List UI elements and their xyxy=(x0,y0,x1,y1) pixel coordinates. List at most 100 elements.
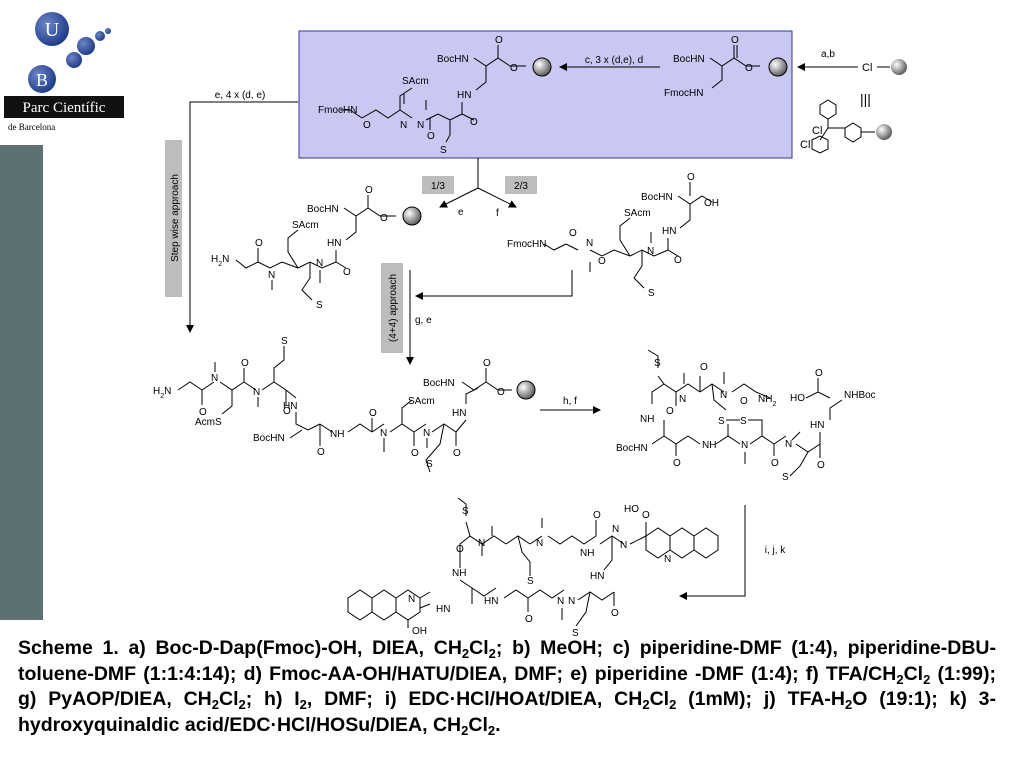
svg-text:O: O xyxy=(771,458,779,469)
svg-text:OH: OH xyxy=(412,626,427,637)
svg-text:O: O xyxy=(510,63,518,74)
boc-dap-fmoc-resin: BocHN O O FmocHN xyxy=(664,35,788,99)
parc-cientific-logo: U B Parc Científic de Barcelona xyxy=(4,12,124,132)
arrow-split-right xyxy=(477,187,517,208)
svg-text:H2N: H2N xyxy=(153,386,171,400)
scheme-caption: Scheme 1. a) Boc-D-Dap(Fmoc)-OH, DIEA, C… xyxy=(18,637,997,738)
svg-text:O: O xyxy=(745,63,753,74)
svg-text:N: N xyxy=(568,596,575,607)
svg-text:N: N xyxy=(400,120,407,131)
svg-text:S: S xyxy=(648,288,655,299)
side-bar xyxy=(0,145,43,620)
svg-text:O: O xyxy=(380,213,388,224)
svg-text:N: N xyxy=(268,270,275,281)
svg-text:HN: HN xyxy=(484,596,498,607)
svg-text:O: O xyxy=(365,185,373,196)
reagent-branch-left: e xyxy=(458,207,464,218)
svg-text:SAcm: SAcm xyxy=(292,220,319,231)
svg-text:O: O xyxy=(700,362,708,373)
svg-text:O: O xyxy=(673,458,681,469)
svg-text:O: O xyxy=(453,448,461,459)
dipeptide-highlight-box xyxy=(298,30,793,159)
svg-text:S: S xyxy=(718,416,725,427)
svg-text:O: O xyxy=(317,447,325,458)
svg-text:O: O xyxy=(363,120,371,131)
svg-text:HN: HN xyxy=(662,226,676,237)
svg-text:O: O xyxy=(470,117,478,128)
convergent-label: (4+4) approach xyxy=(388,274,399,342)
svg-text:N: N xyxy=(478,538,485,549)
svg-text:H2N: H2N xyxy=(211,254,229,268)
svg-text:N: N xyxy=(380,428,387,439)
svg-text:N: N xyxy=(557,596,564,607)
caption-f-g: (1:99); g) PyAOP/DIEA, CH xyxy=(18,662,996,711)
svg-text:O: O xyxy=(569,228,577,239)
svg-text:S: S xyxy=(740,416,747,427)
svg-text:SAcm: SAcm xyxy=(402,76,429,87)
reagent-cyclization: h, f xyxy=(563,396,577,407)
svg-text:|||: ||| xyxy=(860,91,871,107)
svg-text:NH: NH xyxy=(452,568,466,579)
svg-text:O: O xyxy=(642,510,650,521)
linear-octapeptide-resin: H2N O N AcmS O N S O HN BocHN O NH O N xyxy=(153,336,536,473)
svg-text:SAcm: SAcm xyxy=(408,396,435,407)
caption-i-j: (1mM); j) TFA-H xyxy=(676,688,845,710)
svg-text:O: O xyxy=(369,408,377,419)
split-right-box xyxy=(505,176,537,194)
svg-text:BocHN: BocHN xyxy=(641,192,673,203)
dipeptide-resin: BocHN O O HN O S N SAcm O N O FmocHN xyxy=(318,35,552,156)
svg-text:Cl: Cl xyxy=(862,62,872,74)
trityl-resin: Cl ||| Cl Cl xyxy=(800,59,907,154)
svg-text:N: N xyxy=(408,594,415,605)
svg-text:BocHN: BocHN xyxy=(673,54,705,65)
caption-h-i: , DMF; i) EDC·HCl/HOAt/DIEA, CH xyxy=(306,688,643,710)
svg-text:SAcm: SAcm xyxy=(624,208,651,219)
stepwise-label: Step wise approach xyxy=(170,174,181,262)
svg-text:O: O xyxy=(674,255,682,266)
caption-a-d: D xyxy=(198,637,213,659)
svg-text:HO: HO xyxy=(624,504,639,515)
svg-text:O: O xyxy=(427,131,435,142)
svg-text:O: O xyxy=(525,614,533,625)
svg-text:FmocHN: FmocHN xyxy=(664,88,703,99)
svg-text:N: N xyxy=(612,524,619,535)
svg-text:S: S xyxy=(316,300,323,311)
svg-text:O: O xyxy=(495,35,503,46)
svg-text:NH2: NH2 xyxy=(758,394,776,408)
convergent-label-box xyxy=(381,263,403,353)
svg-text:HN: HN xyxy=(452,408,466,419)
caption-a-post: -Dap(Fmoc)-OH, DIEA, CH xyxy=(212,637,462,659)
final-product: S O NH N S N O NH HN N N O HO N N HN O xyxy=(347,497,719,639)
caption-b-to-f: ; b) MeOH; c) piperidine-DMF (1:4), pipe… xyxy=(18,637,996,685)
svg-text:HN: HN xyxy=(457,90,471,101)
svg-text:N: N xyxy=(785,439,792,450)
svg-text:NH: NH xyxy=(580,548,594,559)
arrow-stepwise xyxy=(186,101,298,333)
svg-text:O: O xyxy=(411,448,419,459)
caption-a: a) Boc- xyxy=(128,637,199,659)
tetrapeptide-resin-left: BocHN O O HN O N S SAcm N O H2N xyxy=(211,185,422,311)
reagent-step3: e, 4 x (d, e) xyxy=(215,90,266,101)
split-left-label: 1/3 xyxy=(431,181,445,192)
svg-text:BocHN: BocHN xyxy=(253,433,285,444)
svg-text:O: O xyxy=(815,368,823,379)
arrow-final xyxy=(679,505,746,600)
synthesis-scheme: Step wise approach (4+4) approach 1/3 2/… xyxy=(153,30,907,639)
logo-letter-u: U xyxy=(45,19,60,41)
svg-text:N: N xyxy=(620,540,627,551)
svg-text:NH: NH xyxy=(330,429,344,440)
svg-text:BocHN: BocHN xyxy=(307,204,339,215)
svg-text:BocHN: BocHN xyxy=(616,443,648,454)
svg-text:N: N xyxy=(417,120,424,131)
svg-text:N: N xyxy=(647,246,654,257)
svg-text:HN: HN xyxy=(283,401,297,412)
svg-text:Cl: Cl xyxy=(812,125,822,137)
svg-text:O: O xyxy=(483,358,491,369)
svg-text:S: S xyxy=(440,145,447,156)
svg-text:S: S xyxy=(782,472,789,483)
svg-text:O: O xyxy=(611,608,619,619)
svg-text:O: O xyxy=(687,172,695,183)
svg-text:S: S xyxy=(281,336,288,347)
caption-j-k: O (19:1); k) 3-hydroxyquinaldic acid/EDC… xyxy=(18,688,997,736)
svg-text:N: N xyxy=(536,538,543,549)
